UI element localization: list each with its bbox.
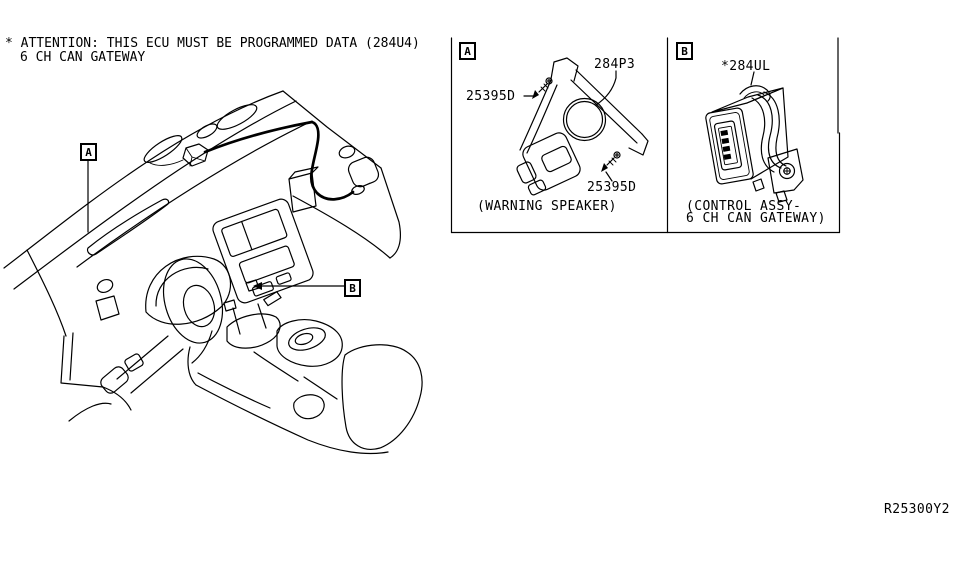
callout-box-b-panel: B xyxy=(676,42,693,60)
panel-a-caption: (WARNING SPEAKER) xyxy=(477,199,617,214)
control-assy-drawing xyxy=(705,71,804,203)
attention-note-line2: 6 CH CAN GATEWAY xyxy=(20,50,146,65)
warning-speaker-drawing xyxy=(516,57,649,196)
callout-box-b-main: B xyxy=(344,279,361,297)
screw-icon xyxy=(532,77,553,99)
part-label-screw-bottom: 25395D xyxy=(587,180,637,195)
drawing-reference-code: R25300Y2 xyxy=(884,502,950,517)
panel-b-caption-line2: 6 CH CAN GATEWAY) xyxy=(686,211,826,226)
callout-box-a-panel: A xyxy=(459,42,476,60)
screw-icon xyxy=(601,151,621,172)
part-label-screw-left: 25395D xyxy=(466,89,516,104)
center-stack xyxy=(212,198,314,307)
panel-frames xyxy=(450,37,841,234)
part-label-control: *284UL xyxy=(721,59,771,74)
callout-box-a-main: A xyxy=(80,143,97,161)
dashboard-line-art xyxy=(3,90,423,455)
attention-note-line1: * ATTENTION: THIS ECU MUST BE PROGRAMMED… xyxy=(5,36,420,51)
panel-b-caption-line1: (CONTROL ASSY- xyxy=(686,199,802,214)
part-label-speaker: 284P3 xyxy=(594,57,636,72)
connector-pins xyxy=(720,129,732,160)
